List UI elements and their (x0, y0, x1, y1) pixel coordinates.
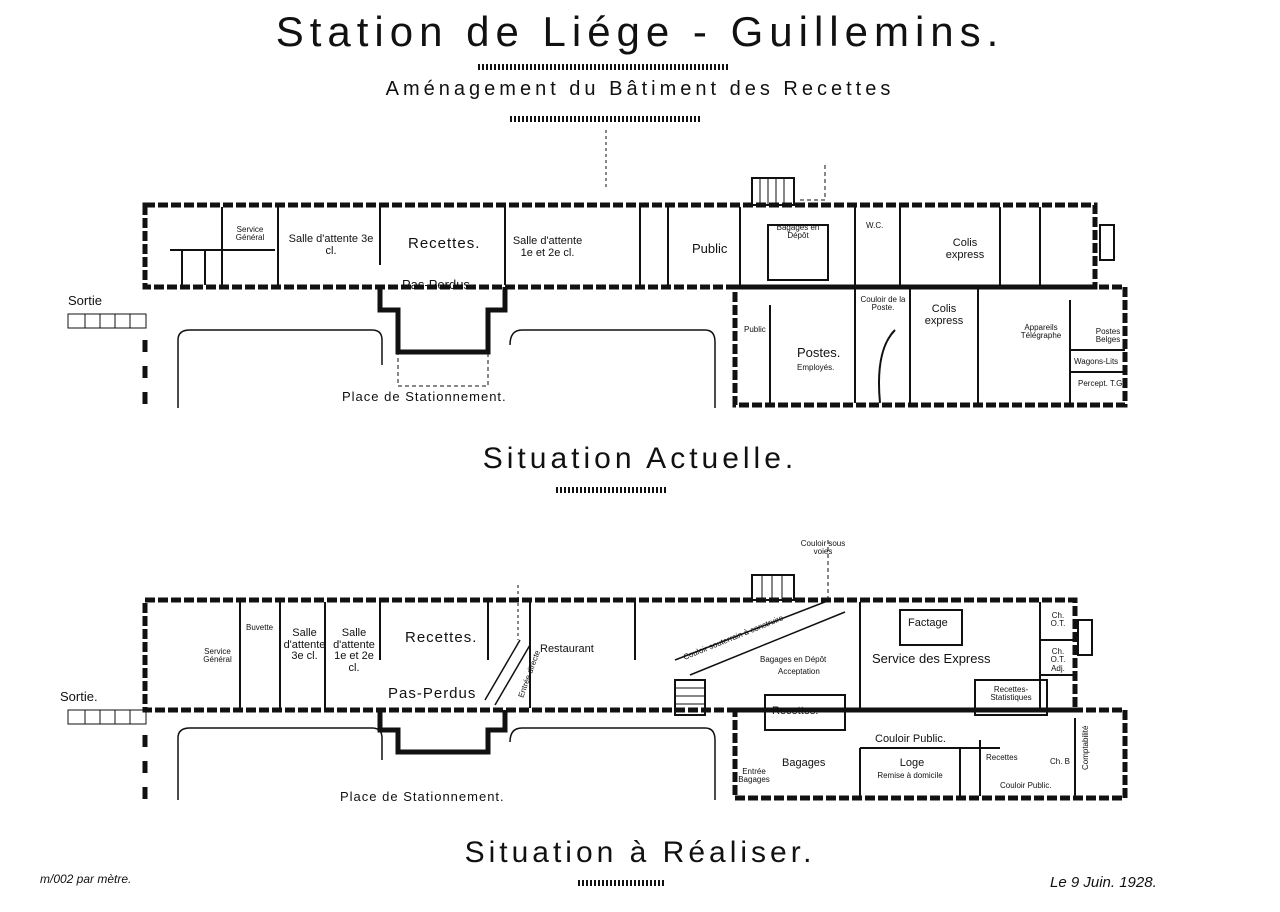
label-ch-ot-adj: Ch. O.T. Adj. (1050, 647, 1066, 673)
drawing-title: Station de Liége - Guillemins. (275, 8, 1005, 55)
label-pas-perdus-1: Pas-Perdus (402, 277, 470, 292)
title-rule (478, 64, 728, 70)
label-wagons-lits: Wagons-Lits (1074, 357, 1119, 366)
label-couloir-public-2: Couloir Public. (1000, 781, 1052, 790)
label-service-general-1: Service Général (235, 225, 265, 243)
label-ch-ot: Ch. O.T. (1050, 611, 1066, 629)
label-place-2: Place de Stationnement. (340, 789, 505, 804)
heading-situation-realiser: Situation à Réaliser. (464, 836, 816, 869)
label-public-2: Public (744, 325, 766, 334)
label-couloir-voies: Couloir sous voies (800, 539, 846, 557)
label-bagages: Bagages (782, 757, 826, 769)
label-couloir-public-1: Couloir Public. (875, 733, 946, 745)
label-colis-express-2: Colis express (924, 303, 964, 327)
label-sortie-2: Sortie. (60, 689, 98, 704)
label-percept: Percept. T.G. (1078, 379, 1125, 388)
label-salle-12cl-2: Salle d'attente 1e et 2e cl. (333, 627, 375, 674)
label-colis-express-1: Colis express (945, 237, 985, 261)
label-recettes-stat: Recettes-Statistiques (990, 685, 1032, 703)
label-recettes-3: Recettes. (772, 705, 819, 717)
label-couloir-poste: Couloir de la Poste. (860, 295, 906, 313)
label-employes: Employés. (797, 363, 835, 372)
heading-realiser-rule (578, 880, 666, 886)
label-acceptation: Acceptation (778, 667, 820, 676)
label-salle-3cl-1: Salle d'attente 3e cl. (288, 233, 374, 257)
label-entree-bagages: Entrée Bagages (738, 767, 770, 785)
label-appareils: Appareils Télégraphe (1020, 323, 1062, 341)
label-wc-1: W.C. (866, 221, 884, 230)
label-place-1: Place de Stationnement. (342, 389, 507, 404)
subtitle-rule (510, 116, 702, 122)
label-service-general-2: Service Général (203, 647, 232, 665)
label-recettes-1: Recettes. (408, 235, 481, 252)
label-buvette: Buvette (246, 623, 274, 632)
label-pas-perdus-2: Pas-Perdus (388, 685, 477, 702)
heading-situation-actuelle: Situation Actuelle. (482, 442, 798, 475)
label-recettes-4: Recettes (986, 753, 1018, 762)
label-factage: Factage (908, 617, 948, 629)
label-comptabilite: Comptabilité (1081, 725, 1090, 770)
label-bagages-depot-2: Bagages en Dépôt (760, 655, 827, 664)
heading-actuelle-rule (556, 487, 666, 493)
label-ch-b: Ch. B (1050, 757, 1071, 766)
date-signature: Le 9 Juin. 1928. (1050, 874, 1157, 891)
label-loge: Loge (899, 757, 925, 769)
drawing-subtitle: Aménagement du Bâtiment des Recettes (385, 78, 895, 100)
label-restaurant: Restaurant (540, 643, 594, 655)
plan-realiser-drawing (67, 540, 1128, 801)
label-recettes-2: Recettes. (405, 629, 478, 646)
label-salle-12cl-1: Salle d'attente 1e et 2e cl. (512, 235, 583, 259)
label-sortie-1: Sortie (68, 293, 102, 308)
label-service-express: Service des Express (872, 651, 991, 666)
plan-actuelle-drawing (67, 130, 1128, 408)
label-public-1: Public (692, 241, 728, 256)
label-postes-belges: Postes Belges (1095, 327, 1121, 345)
label-remise: Remise à domicile (877, 771, 943, 780)
label-bagages-depot-1: Bagages en Dépôt (776, 223, 820, 241)
label-salle-3cl-2: Salle d'attente 3e cl. (283, 627, 326, 663)
scale-note: m/002 par mètre. (40, 872, 132, 886)
label-postes: Postes. (797, 345, 841, 360)
